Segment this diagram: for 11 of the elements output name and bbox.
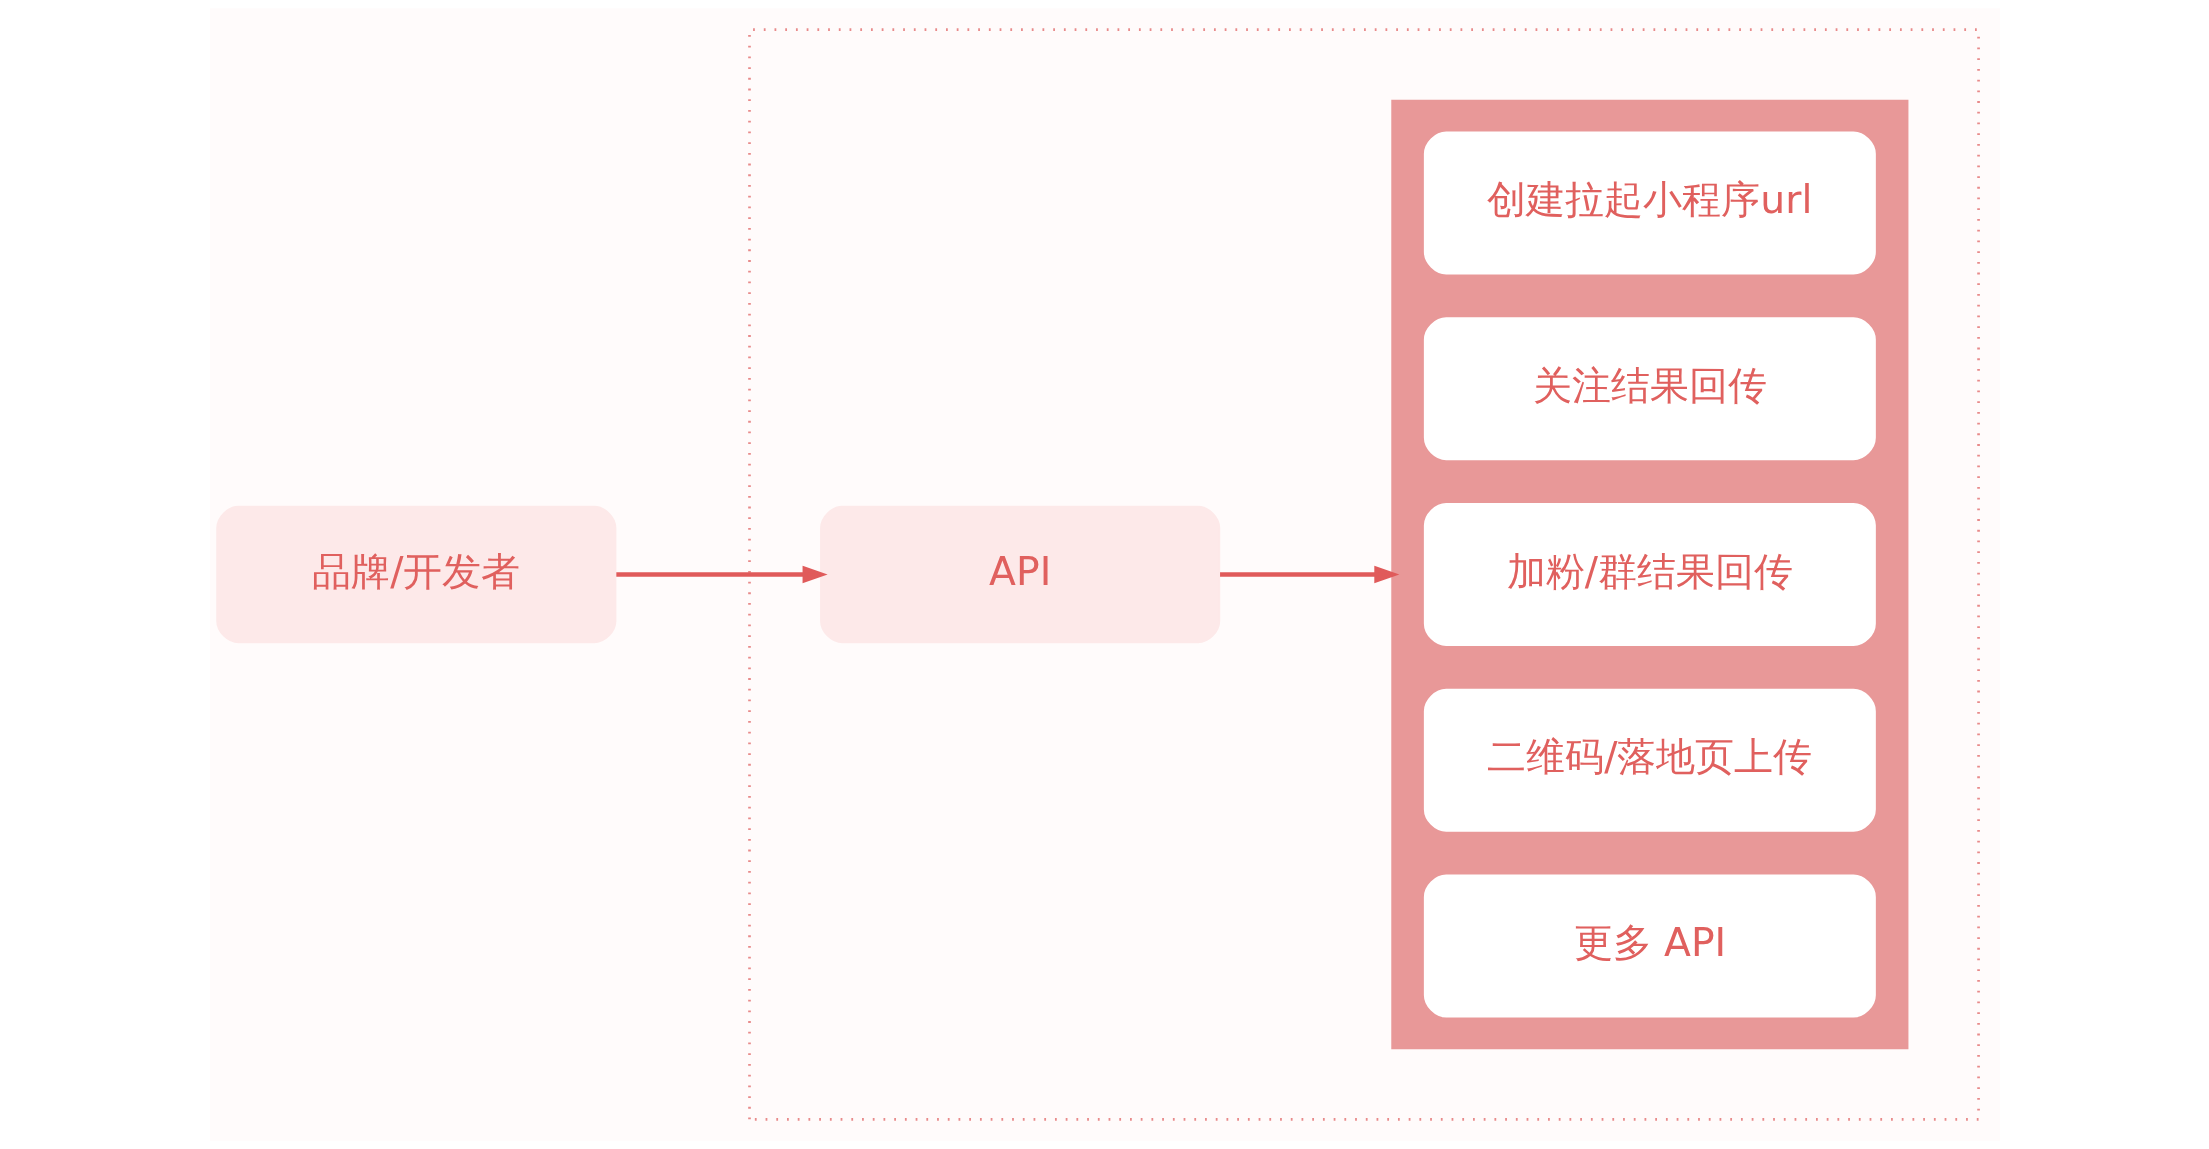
node-box: 创建拉起小程序url: [1423, 131, 1876, 275]
node-box: 二维码/落地页上传: [1423, 688, 1876, 832]
node-box: 加粉/群结果回传: [1423, 503, 1876, 646]
node-box: API: [819, 505, 1220, 644]
node-box: 关注结果回传: [1423, 317, 1876, 461]
arrow: [615, 565, 828, 584]
arrow: [1219, 565, 1399, 584]
node-box: 品牌/开发者: [215, 505, 616, 644]
cluster: [1390, 99, 1908, 1050]
node-box: 更多 API: [1423, 874, 1876, 1018]
cluster: [747, 28, 1980, 1121]
